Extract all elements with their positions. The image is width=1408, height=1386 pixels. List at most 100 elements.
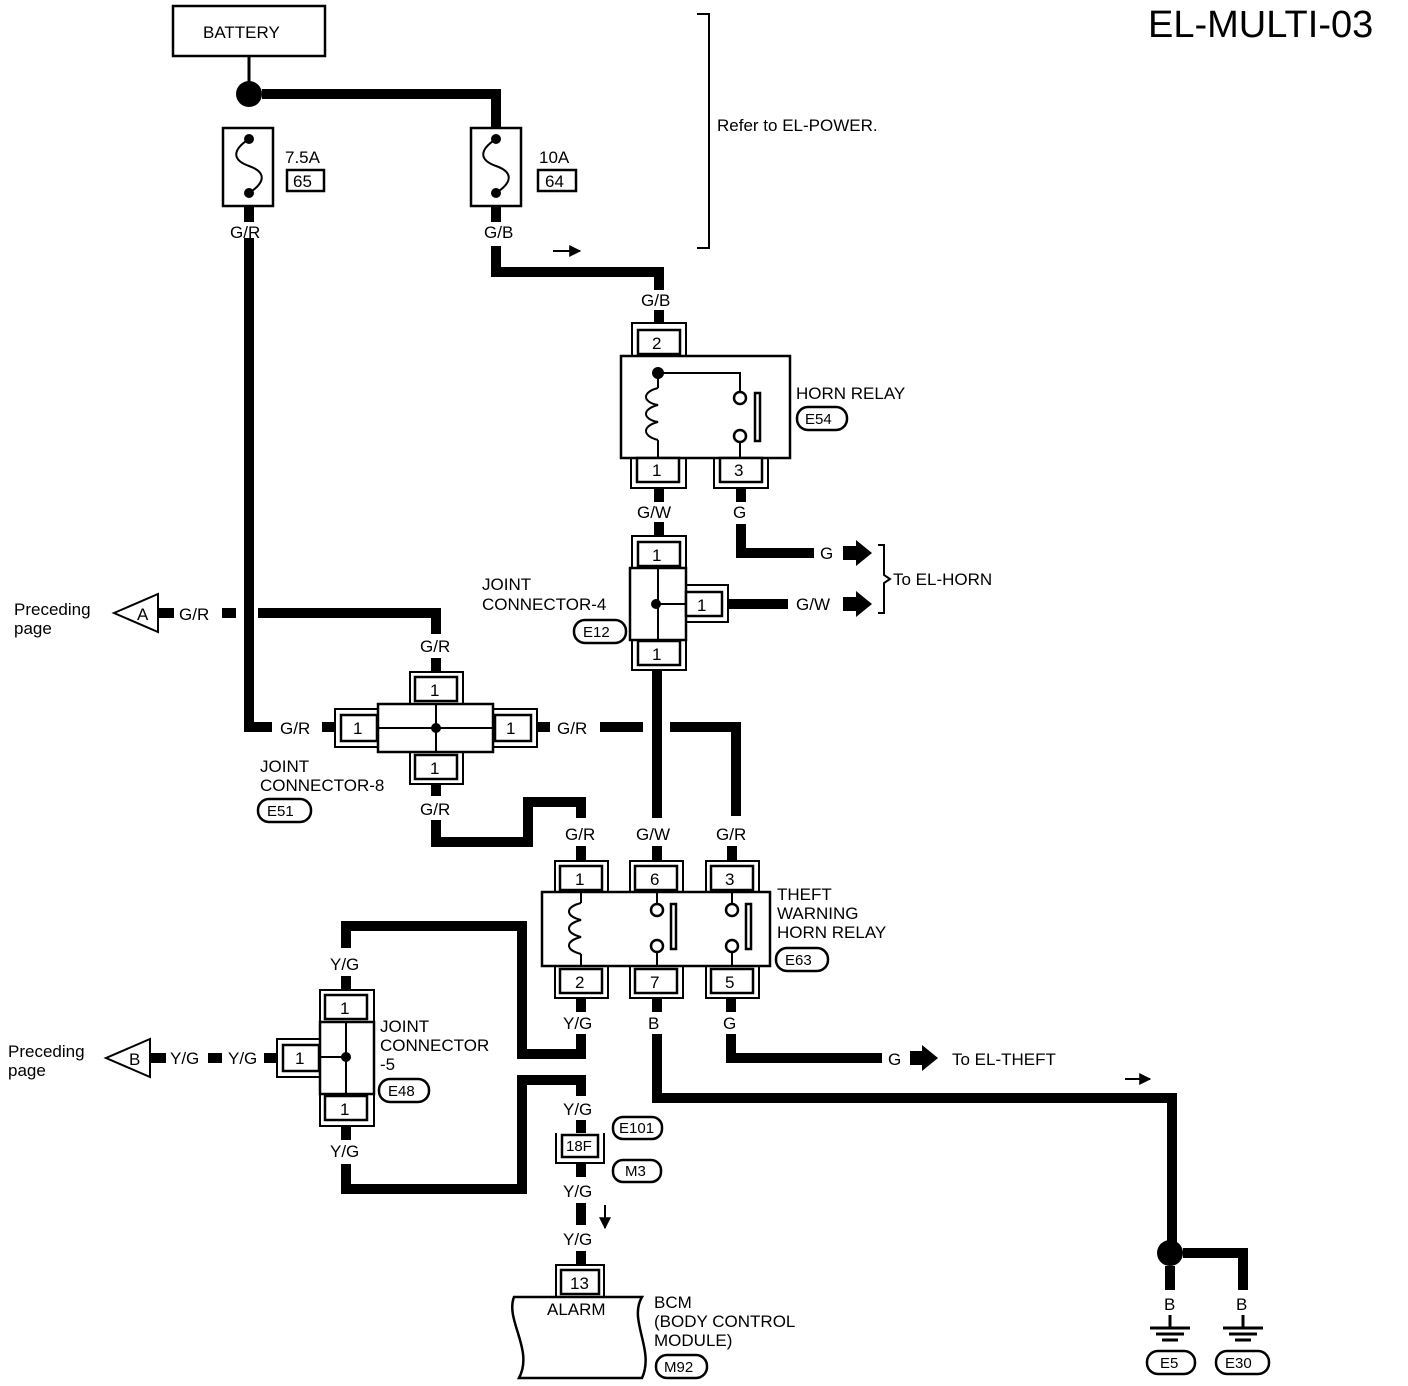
svg-text:10A: 10A: [539, 148, 570, 167]
svg-text:(BODY CONTROL: (BODY CONTROL: [654, 1312, 795, 1331]
svg-text:6: 6: [650, 870, 659, 889]
svg-text:E101: E101: [619, 1120, 654, 1137]
svg-text:Y/G: Y/G: [563, 1182, 592, 1201]
to-el-theft-label: To EL-THEFT: [952, 1050, 1056, 1069]
refer-bracket: [697, 13, 710, 249]
svg-text:1: 1: [340, 999, 349, 1018]
svg-text:CONNECTOR: CONNECTOR: [380, 1036, 489, 1055]
svg-text:G/R: G/R: [565, 825, 595, 844]
harness-connector-18f: Y/G 18F E101 M3 Y/G: [555, 1100, 664, 1201]
svg-text:G/R: G/R: [420, 637, 450, 656]
preceding-page-b-marker[interactable]: B: [103, 1037, 151, 1079]
wire-label: G/R: [230, 223, 260, 242]
preceding-page-a-marker[interactable]: A: [111, 592, 159, 634]
svg-text:THEFT: THEFT: [777, 885, 832, 904]
svg-text:1: 1: [430, 681, 439, 700]
svg-text:1: 1: [575, 870, 584, 889]
svg-text:Y/G: Y/G: [330, 1142, 359, 1161]
battery-splice: [236, 81, 262, 107]
svg-text:Y/G: Y/G: [563, 1230, 592, 1249]
svg-text:M92: M92: [664, 1359, 693, 1376]
svg-text:JOINT: JOINT: [260, 757, 309, 776]
arrow-to-theft: [910, 1045, 938, 1071]
svg-text:13: 13: [570, 1274, 589, 1293]
svg-text:G/R: G/R: [716, 825, 746, 844]
svg-text:-5: -5: [380, 1055, 395, 1074]
wire-label: G/R: [557, 719, 587, 738]
horn-relay: 2 1 3 HORN RELAY E54: [619, 322, 905, 489]
to-horn-bracket: [878, 544, 892, 614]
svg-text:CONNECTOR-4: CONNECTOR-4: [482, 595, 606, 614]
svg-text:E5: E5: [1160, 1355, 1178, 1372]
wire-label: G: [888, 1050, 901, 1069]
wire-label: G/B: [484, 223, 513, 242]
refer-note: Refer to EL-POWER.: [717, 116, 878, 135]
svg-text:1: 1: [652, 461, 661, 480]
svg-text:M3: M3: [625, 1163, 646, 1180]
wire-label: B: [648, 1014, 659, 1033]
wire-label: G: [723, 1014, 736, 1033]
svg-text:E63: E63: [785, 952, 812, 969]
svg-text:1: 1: [353, 719, 362, 738]
joint-connector-4: 1 1 1 JOINT CONNECTOR-4 E12: [482, 535, 729, 671]
preceding-a-label: page: [14, 619, 52, 638]
preceding-a-label: Preceding: [14, 600, 91, 619]
joint-connector-8: G/R 1 1 1 1 JOINT CONNECTOR-8 E51: [256, 637, 538, 824]
svg-text:ALARM: ALARM: [547, 1300, 606, 1319]
svg-text:Y/G: Y/G: [330, 955, 359, 974]
arrow-to-horn-gw: [843, 591, 872, 617]
svg-text:HORN RELAY: HORN RELAY: [796, 384, 905, 403]
svg-text:E30: E30: [1225, 1355, 1252, 1372]
svg-text:7: 7: [650, 973, 659, 992]
svg-text:Y/G: Y/G: [563, 1100, 592, 1119]
svg-text:5: 5: [725, 973, 734, 992]
svg-text:E48: E48: [388, 1083, 415, 1100]
wire-label: Y/G: [228, 1049, 257, 1068]
svg-text:G/W: G/W: [636, 825, 670, 844]
to-el-horn-label: To EL-HORN: [893, 570, 992, 589]
svg-text:BCM: BCM: [654, 1293, 692, 1312]
svg-text:65: 65: [293, 172, 312, 191]
svg-text:WARNING: WARNING: [777, 904, 859, 923]
svg-text:64: 64: [545, 172, 564, 191]
svg-text:1: 1: [295, 1049, 304, 1068]
wire-label: G/R: [420, 800, 450, 819]
svg-text:CONNECTOR-8: CONNECTOR-8: [260, 776, 384, 795]
svg-text:1: 1: [340, 1100, 349, 1119]
wire-label: G/R: [179, 605, 209, 624]
theft-warning-horn-relay: G/R G/W G/R 1 6 3 2 7 5 THEFT WARNI: [540, 825, 886, 999]
svg-text:1: 1: [697, 596, 706, 615]
preceding-b-label: Preceding: [8, 1042, 85, 1061]
wire-label: G/W: [637, 503, 671, 522]
svg-text:1: 1: [652, 546, 661, 565]
svg-text:1: 1: [430, 759, 439, 778]
svg-text:B: B: [1164, 1295, 1175, 1314]
bcm-module: Y/G 13 ALARM BCM (BODY CONTROL MODULE) M…: [511, 1230, 795, 1380]
wire-label: G: [820, 544, 833, 563]
ground-e5: B E5: [1145, 1295, 1197, 1376]
svg-text:E54: E54: [805, 411, 832, 428]
wire-label: G/W: [796, 595, 830, 614]
fuse-65: 7.5A 65: [221, 126, 326, 208]
svg-text:HORN RELAY: HORN RELAY: [777, 923, 886, 942]
wire-label: G: [733, 503, 746, 522]
svg-text:MODULE): MODULE): [654, 1331, 732, 1350]
svg-text:JOINT: JOINT: [482, 575, 531, 594]
ground-e30: B E30: [1214, 1295, 1271, 1376]
svg-text:1: 1: [506, 719, 515, 738]
svg-text:JOINT: JOINT: [380, 1017, 429, 1036]
svg-text:B: B: [129, 1050, 140, 1069]
svg-text:BATTERY: BATTERY: [203, 23, 280, 42]
preceding-b-label: page: [8, 1061, 46, 1080]
wire-label: G/R: [280, 719, 310, 738]
arrow-to-horn-g: [843, 540, 872, 566]
svg-text:2: 2: [652, 334, 661, 353]
wire-label: Y/G: [563, 1014, 592, 1033]
wire-battery-fuse64: [262, 89, 501, 134]
svg-text:E51: E51: [267, 803, 294, 820]
svg-text:3: 3: [734, 461, 743, 480]
svg-text:1: 1: [652, 645, 661, 664]
svg-text:A: A: [137, 605, 149, 624]
diagram-title: EL-MULTI-03: [1148, 4, 1373, 46]
